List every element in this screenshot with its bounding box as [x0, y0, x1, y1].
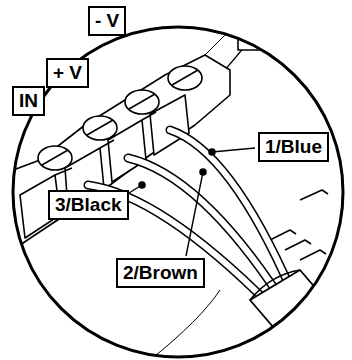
label-text: 3/Black	[55, 194, 122, 216]
label-text: 1/Blue	[265, 136, 322, 158]
wire-callout: 2/Brown	[116, 258, 205, 288]
terminal-label: IN	[12, 86, 45, 116]
label-text: IN	[19, 90, 38, 112]
terminal-label: + V	[46, 58, 89, 88]
wire-callout: 1/Blue	[258, 132, 329, 162]
label-text: 2/Brown	[123, 262, 198, 284]
terminal-label: - V	[88, 6, 126, 36]
wire-callout: 3/Black	[48, 190, 129, 220]
label-text: - V	[95, 10, 119, 32]
label-text: + V	[53, 62, 82, 84]
